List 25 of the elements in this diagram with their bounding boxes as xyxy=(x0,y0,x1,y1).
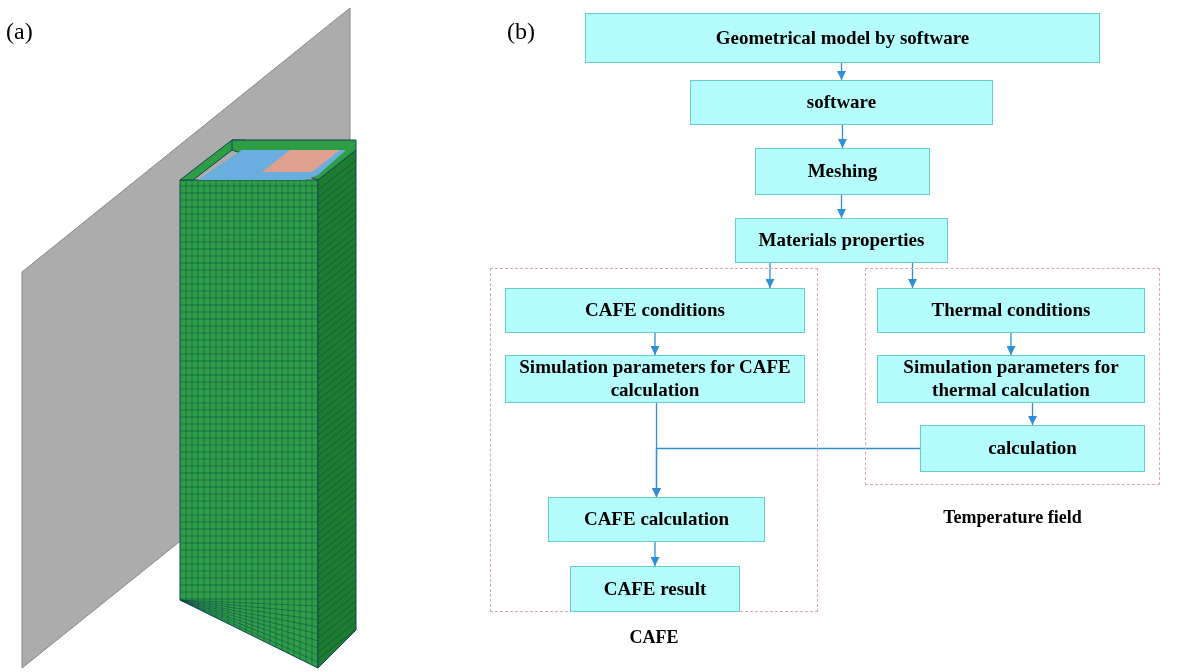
process-box: Simulation parameters for thermal calculation xyxy=(877,355,1145,403)
process-box: calculation xyxy=(920,425,1145,472)
process-box: Simulation parameters for CAFE calculation xyxy=(505,355,805,403)
arrow xyxy=(650,541,660,567)
process-box: CAFE calculation xyxy=(548,497,765,542)
panel-label: (b) xyxy=(507,18,535,45)
panel-label: (a) xyxy=(6,18,33,45)
group-title: Temperature field xyxy=(942,507,1083,528)
process-box: Geometrical model by software xyxy=(585,13,1100,63)
arrow xyxy=(1028,402,1037,426)
arrow xyxy=(650,332,660,356)
arrow xyxy=(838,124,847,149)
arrow xyxy=(908,262,917,289)
arrow xyxy=(837,194,846,219)
arrow xyxy=(652,447,921,498)
process-box: Materials properties xyxy=(735,218,948,263)
group-title: CAFE xyxy=(628,627,680,648)
arrow xyxy=(765,262,775,289)
arrow xyxy=(837,62,846,81)
process-box: CAFE conditions xyxy=(505,288,805,333)
arrow xyxy=(1006,332,1016,356)
process-box: Thermal conditions xyxy=(877,288,1145,333)
process-box: software xyxy=(690,80,993,125)
process-box: Meshing xyxy=(755,148,930,195)
process-box: CAFE result xyxy=(570,566,740,612)
